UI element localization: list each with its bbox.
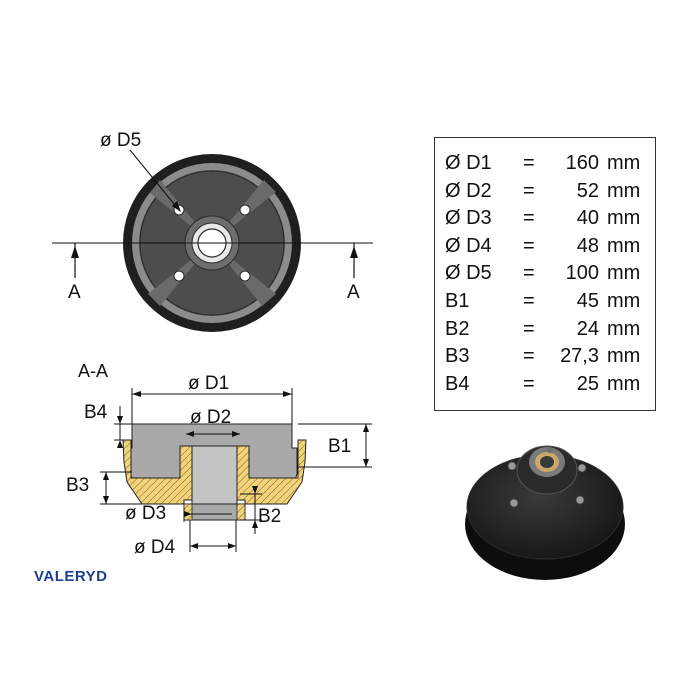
spec-equals: = <box>523 372 535 395</box>
spec-value: 100 <box>565 262 599 285</box>
spec-name: Ø D3 <box>445 207 492 230</box>
label-b2: B2 <box>258 506 281 527</box>
stud <box>575 495 585 505</box>
spec-row: Ø D3 = 40 mm <box>445 207 655 235</box>
spec-value: 52 <box>576 179 599 202</box>
d5-leader <box>129 149 180 211</box>
spec-value: 160 <box>565 152 599 174</box>
spec-row: Ø D1 = 160 mm <box>445 152 655 180</box>
spec-equals: = <box>523 179 535 202</box>
section-view: A-A ø D1 ø D2 B1 B4 <box>66 361 372 558</box>
section-wall-left <box>122 439 193 505</box>
stud <box>507 461 517 471</box>
label-b4: B4 <box>84 402 108 423</box>
label-d4: ø D4 <box>134 537 176 558</box>
spec-unit: mm <box>607 234 641 257</box>
product-photo <box>465 445 625 580</box>
bolt-hole <box>239 204 251 216</box>
label-section-right: A <box>347 282 360 303</box>
spec-unit: mm <box>607 262 641 285</box>
spec-row: B4 = 25 mm <box>445 373 655 401</box>
spec-name: B1 <box>445 290 470 312</box>
spec-row: B2 = 24 mm <box>445 318 655 346</box>
spec-value: 24 <box>576 317 599 340</box>
spec-unit: mm <box>607 179 641 202</box>
brand-logo: VALERYD <box>34 568 108 585</box>
spec-unit: mm <box>607 345 641 368</box>
spec-row: Ø D4 = 48 mm <box>445 235 655 263</box>
spec-unit: mm <box>607 207 641 230</box>
label-d3: ø D3 <box>125 503 166 524</box>
spec-equals: = <box>523 290 535 312</box>
label-d1: ø D1 <box>188 373 229 394</box>
spec-row: Ø D5 = 100 mm <box>445 262 655 290</box>
spec-equals: = <box>523 262 535 285</box>
spec-value: 40 <box>576 207 599 230</box>
label-d2: ø D2 <box>190 407 231 428</box>
section-hub-collar <box>183 503 246 521</box>
bolt-holes <box>173 204 251 282</box>
stud <box>509 498 519 508</box>
spec-name: B3 <box>445 345 470 368</box>
spec-equals: = <box>523 207 535 230</box>
section-title: A-A <box>78 361 108 381</box>
spec-unit: mm <box>607 317 641 340</box>
label-b1: B1 <box>328 436 351 457</box>
spec-unit: mm <box>607 152 641 174</box>
spec-name: Ø D4 <box>445 234 492 257</box>
spec-equals: = <box>523 345 535 368</box>
spec-value: 48 <box>576 234 599 257</box>
spec-unit: mm <box>607 372 641 395</box>
spec-equals: = <box>523 152 535 174</box>
spec-name: Ø D1 <box>445 152 492 174</box>
spec-row: B1 = 45 mm <box>445 290 655 318</box>
stud <box>577 463 587 473</box>
bolt-hole <box>239 270 251 282</box>
spec-equals: = <box>523 234 535 257</box>
spec-row: Ø D2 = 52 mm <box>445 180 655 208</box>
spec-name: Ø D5 <box>445 262 492 285</box>
spec-equals: = <box>523 317 535 340</box>
spec-unit: mm <box>607 290 641 312</box>
label-section-left: A <box>68 282 81 303</box>
spec-name: B4 <box>445 372 470 395</box>
front-view: ø D5 A A <box>52 130 373 332</box>
label-b3: B3 <box>66 475 89 496</box>
spec-row: B3 = 27,3 mm <box>445 345 655 373</box>
spec-name: Ø D2 <box>445 179 492 202</box>
drum-photo-face <box>467 455 623 559</box>
bolt-hole <box>173 270 185 282</box>
spec-name: B2 <box>445 317 470 340</box>
spec-value: 25 <box>576 372 599 395</box>
spec-value: 45 <box>576 290 599 312</box>
spec-value: 27,3 <box>560 345 599 368</box>
section-bore <box>191 445 238 505</box>
label-d5: ø D5 <box>100 130 141 151</box>
